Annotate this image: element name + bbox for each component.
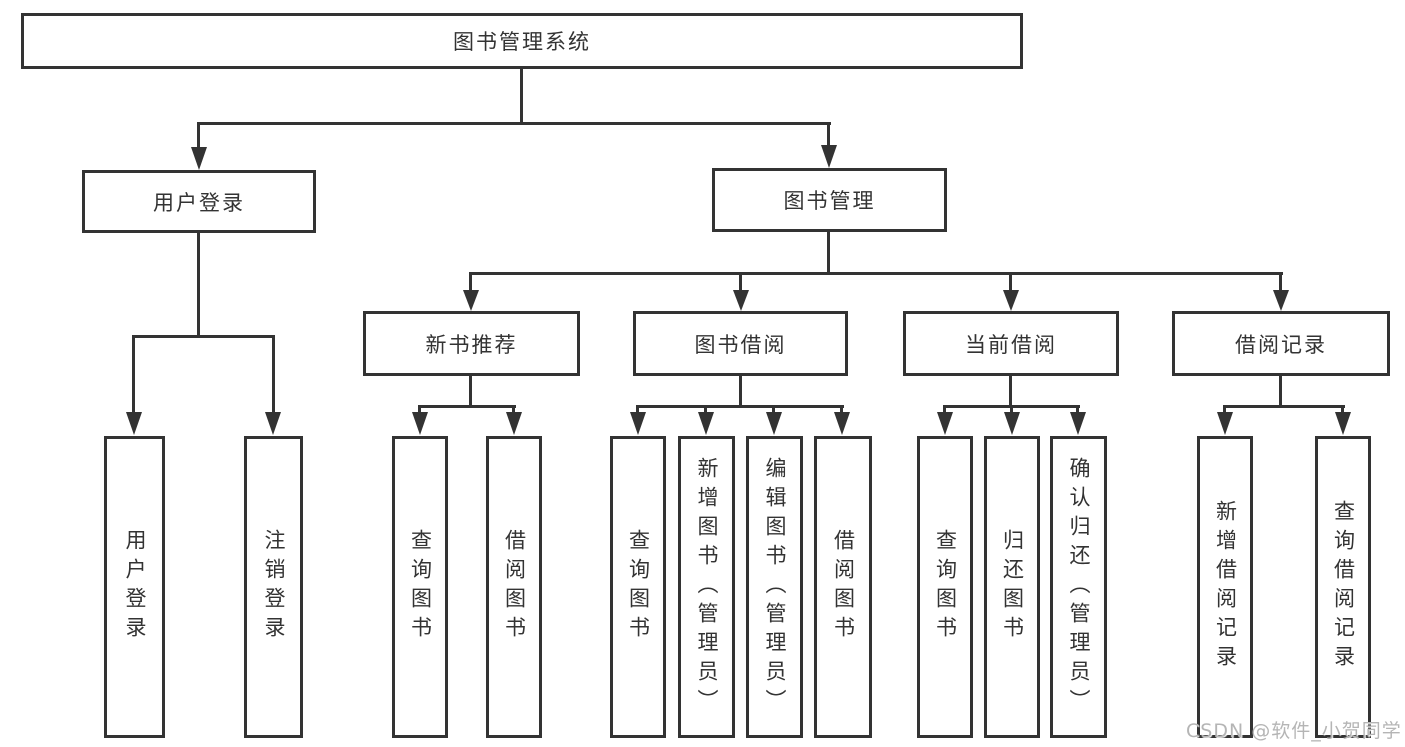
leaf-borrow-books: 借阅图书 [814, 436, 872, 738]
section-borrow-records-label: 借阅记录 [1235, 332, 1327, 357]
arrowhead-icon [937, 412, 953, 435]
arrowhead-icon [126, 412, 142, 435]
connector-line [704, 408, 707, 414]
watermark: CSDN @软件_小贺同学 [1186, 720, 1402, 742]
leaf-logout-label: 注销登录 [262, 529, 286, 645]
section-new-book-recommend: 新书推荐 [363, 311, 580, 376]
arrowhead-icon [265, 412, 281, 435]
section-book-borrow-label: 图书借阅 [694, 332, 787, 357]
connector-line [1223, 408, 1226, 414]
section-book-borrow: 图书借阅 [633, 311, 848, 376]
leaf-add-book-admin: 新增图书（管理员） [678, 436, 735, 738]
arrowhead-icon [834, 412, 850, 435]
connector-line [739, 376, 742, 408]
leaf-label: 归还图书 [1000, 529, 1025, 645]
connector-line [1010, 408, 1013, 414]
connector-line [520, 69, 523, 125]
arrowhead-icon [1335, 412, 1351, 435]
arrowhead-icon [1273, 290, 1289, 311]
connector-line [827, 125, 830, 145]
arrowhead-icon [733, 290, 749, 311]
connector-line [636, 408, 639, 414]
leaf-label: 新增借阅记录 [1213, 500, 1238, 674]
connector-line [272, 338, 275, 412]
leaf-return-book: 归还图书 [984, 436, 1040, 738]
leaf-confirm-return-admin: 确认归还（管理员） [1050, 436, 1107, 738]
branch-book-management-label: 图书管理 [783, 189, 876, 213]
connector-line [197, 125, 200, 147]
connector-line [469, 275, 472, 290]
leaf-query-borrow-record: 查询借阅记录 [1315, 436, 1371, 738]
leaf-query-books-borrow: 查询图书 [610, 436, 666, 738]
leaf-label: 确认归还（管理员） [1067, 456, 1091, 718]
leaf-edit-book-admin: 编辑图书（管理员） [746, 436, 803, 738]
connector-line [1009, 275, 1012, 290]
arrowhead-icon [463, 290, 479, 311]
connector-line [1223, 405, 1345, 408]
arrowhead-icon [630, 412, 646, 435]
connector-line [132, 335, 275, 338]
section-current-borrow-label: 当前借阅 [965, 332, 1057, 357]
connector-line [943, 405, 1080, 408]
connector-line [772, 408, 775, 414]
connector-line [739, 275, 742, 290]
arrowhead-icon [1003, 290, 1019, 311]
connector-line [197, 122, 831, 125]
arrowhead-icon [1217, 412, 1233, 435]
connector-line [636, 405, 844, 408]
connector-line [469, 376, 472, 408]
arrowhead-icon [412, 412, 428, 435]
connector-line [827, 232, 830, 275]
connector-line [418, 408, 421, 414]
leaf-label: 查询图书 [408, 529, 433, 645]
branch-user-login: 用户登录 [82, 170, 316, 233]
connector-line [840, 408, 843, 414]
connector-line [1009, 376, 1012, 408]
section-borrow-records: 借阅记录 [1172, 311, 1390, 376]
leaf-label: 借阅图书 [502, 529, 527, 645]
leaf-user-login: 用户登录 [104, 436, 165, 738]
arrowhead-icon [1070, 412, 1086, 435]
arrowhead-icon [506, 412, 522, 435]
connector-line [197, 233, 200, 338]
leaf-logout: 注销登录 [244, 436, 303, 738]
leaf-label: 查询借阅记录 [1331, 500, 1356, 674]
connector-line [418, 405, 516, 408]
leaf-label: 借阅图书 [831, 529, 856, 645]
root-node-label: 图书管理系统 [453, 30, 591, 54]
leaf-query-books-recommend: 查询图书 [392, 436, 448, 738]
branch-user-login-label: 用户登录 [153, 190, 245, 215]
leaf-label: 编辑图书（管理员） [763, 456, 787, 718]
section-new-book-recommend-label: 新书推荐 [425, 332, 518, 357]
connector-line [1279, 275, 1282, 290]
connector-line [1279, 376, 1282, 408]
leaf-label: 查询图书 [933, 529, 958, 645]
connector-line [943, 408, 946, 414]
leaf-label: 新增图书（管理员） [695, 456, 719, 718]
arrowhead-icon [821, 145, 837, 168]
leaf-label: 查询图书 [626, 529, 651, 645]
root-node: 图书管理系统 [21, 13, 1023, 69]
arrowhead-icon [191, 147, 207, 170]
connector-line [512, 408, 515, 414]
leaf-borrow-books-recommend: 借阅图书 [486, 436, 542, 738]
section-current-borrow: 当前借阅 [903, 311, 1119, 376]
arrowhead-icon [1004, 412, 1020, 435]
connector-line [469, 272, 1283, 275]
connector-line [1076, 408, 1079, 414]
branch-book-management: 图书管理 [712, 168, 947, 232]
arrowhead-icon [766, 412, 782, 435]
arrowhead-icon [698, 412, 714, 435]
leaf-query-books-current: 查询图书 [917, 436, 973, 738]
connector-line [132, 338, 135, 412]
leaf-add-borrow-record: 新增借阅记录 [1197, 436, 1253, 738]
leaf-user-login-label: 用户登录 [123, 529, 147, 645]
connector-line [1341, 408, 1344, 414]
